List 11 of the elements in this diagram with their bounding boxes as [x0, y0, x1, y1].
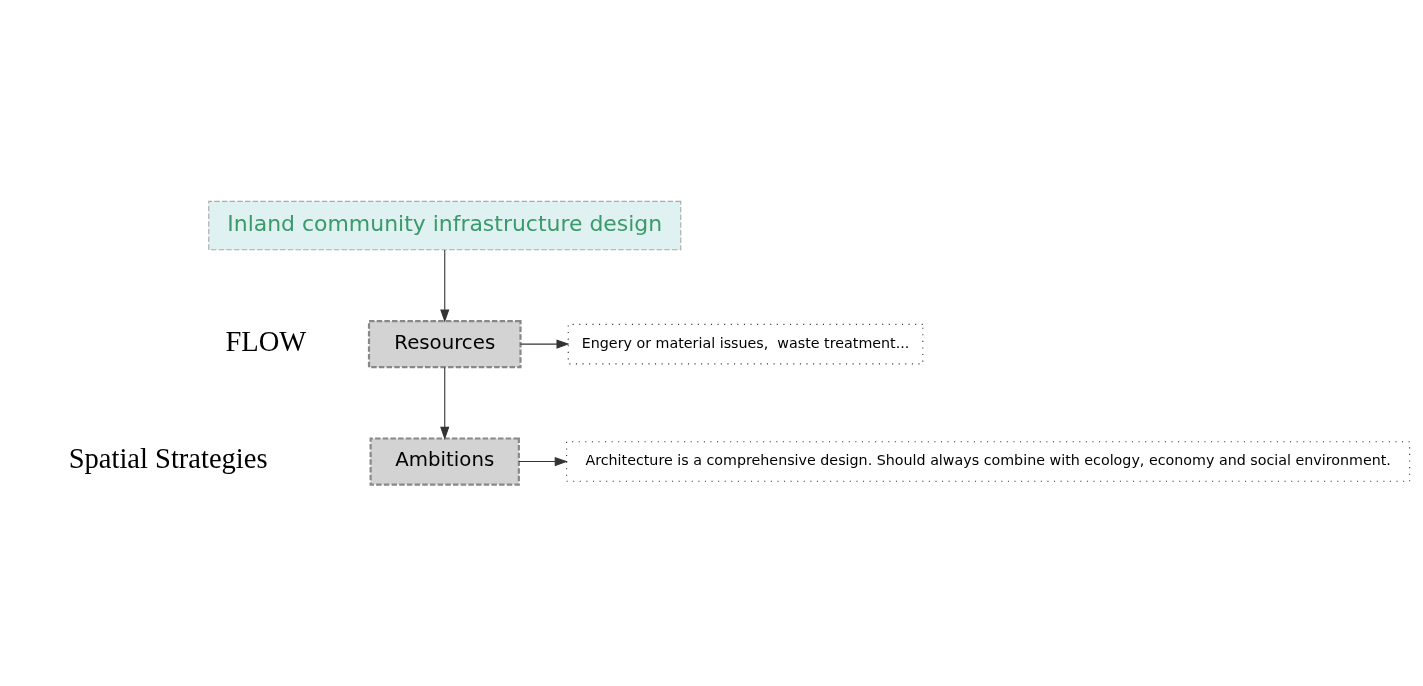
node-box: Ambitions: [369, 437, 520, 486]
arrow: [518, 456, 568, 467]
label: FLOW: [225, 326, 307, 358]
node-box: Resources: [367, 319, 522, 369]
node-box: Engery or material issues, waste treatment...: [567, 323, 924, 365]
arrow: [440, 249, 450, 323]
label: Spatial Strategies: [68, 443, 268, 475]
node-box: Architecture is a comprehensive design. Should always combine with ecology, economy and social environment.: [566, 441, 1411, 482]
node-box: Inland community infrastructure design: [208, 200, 682, 251]
arrow: [520, 339, 570, 349]
arrow: [440, 366, 450, 440]
